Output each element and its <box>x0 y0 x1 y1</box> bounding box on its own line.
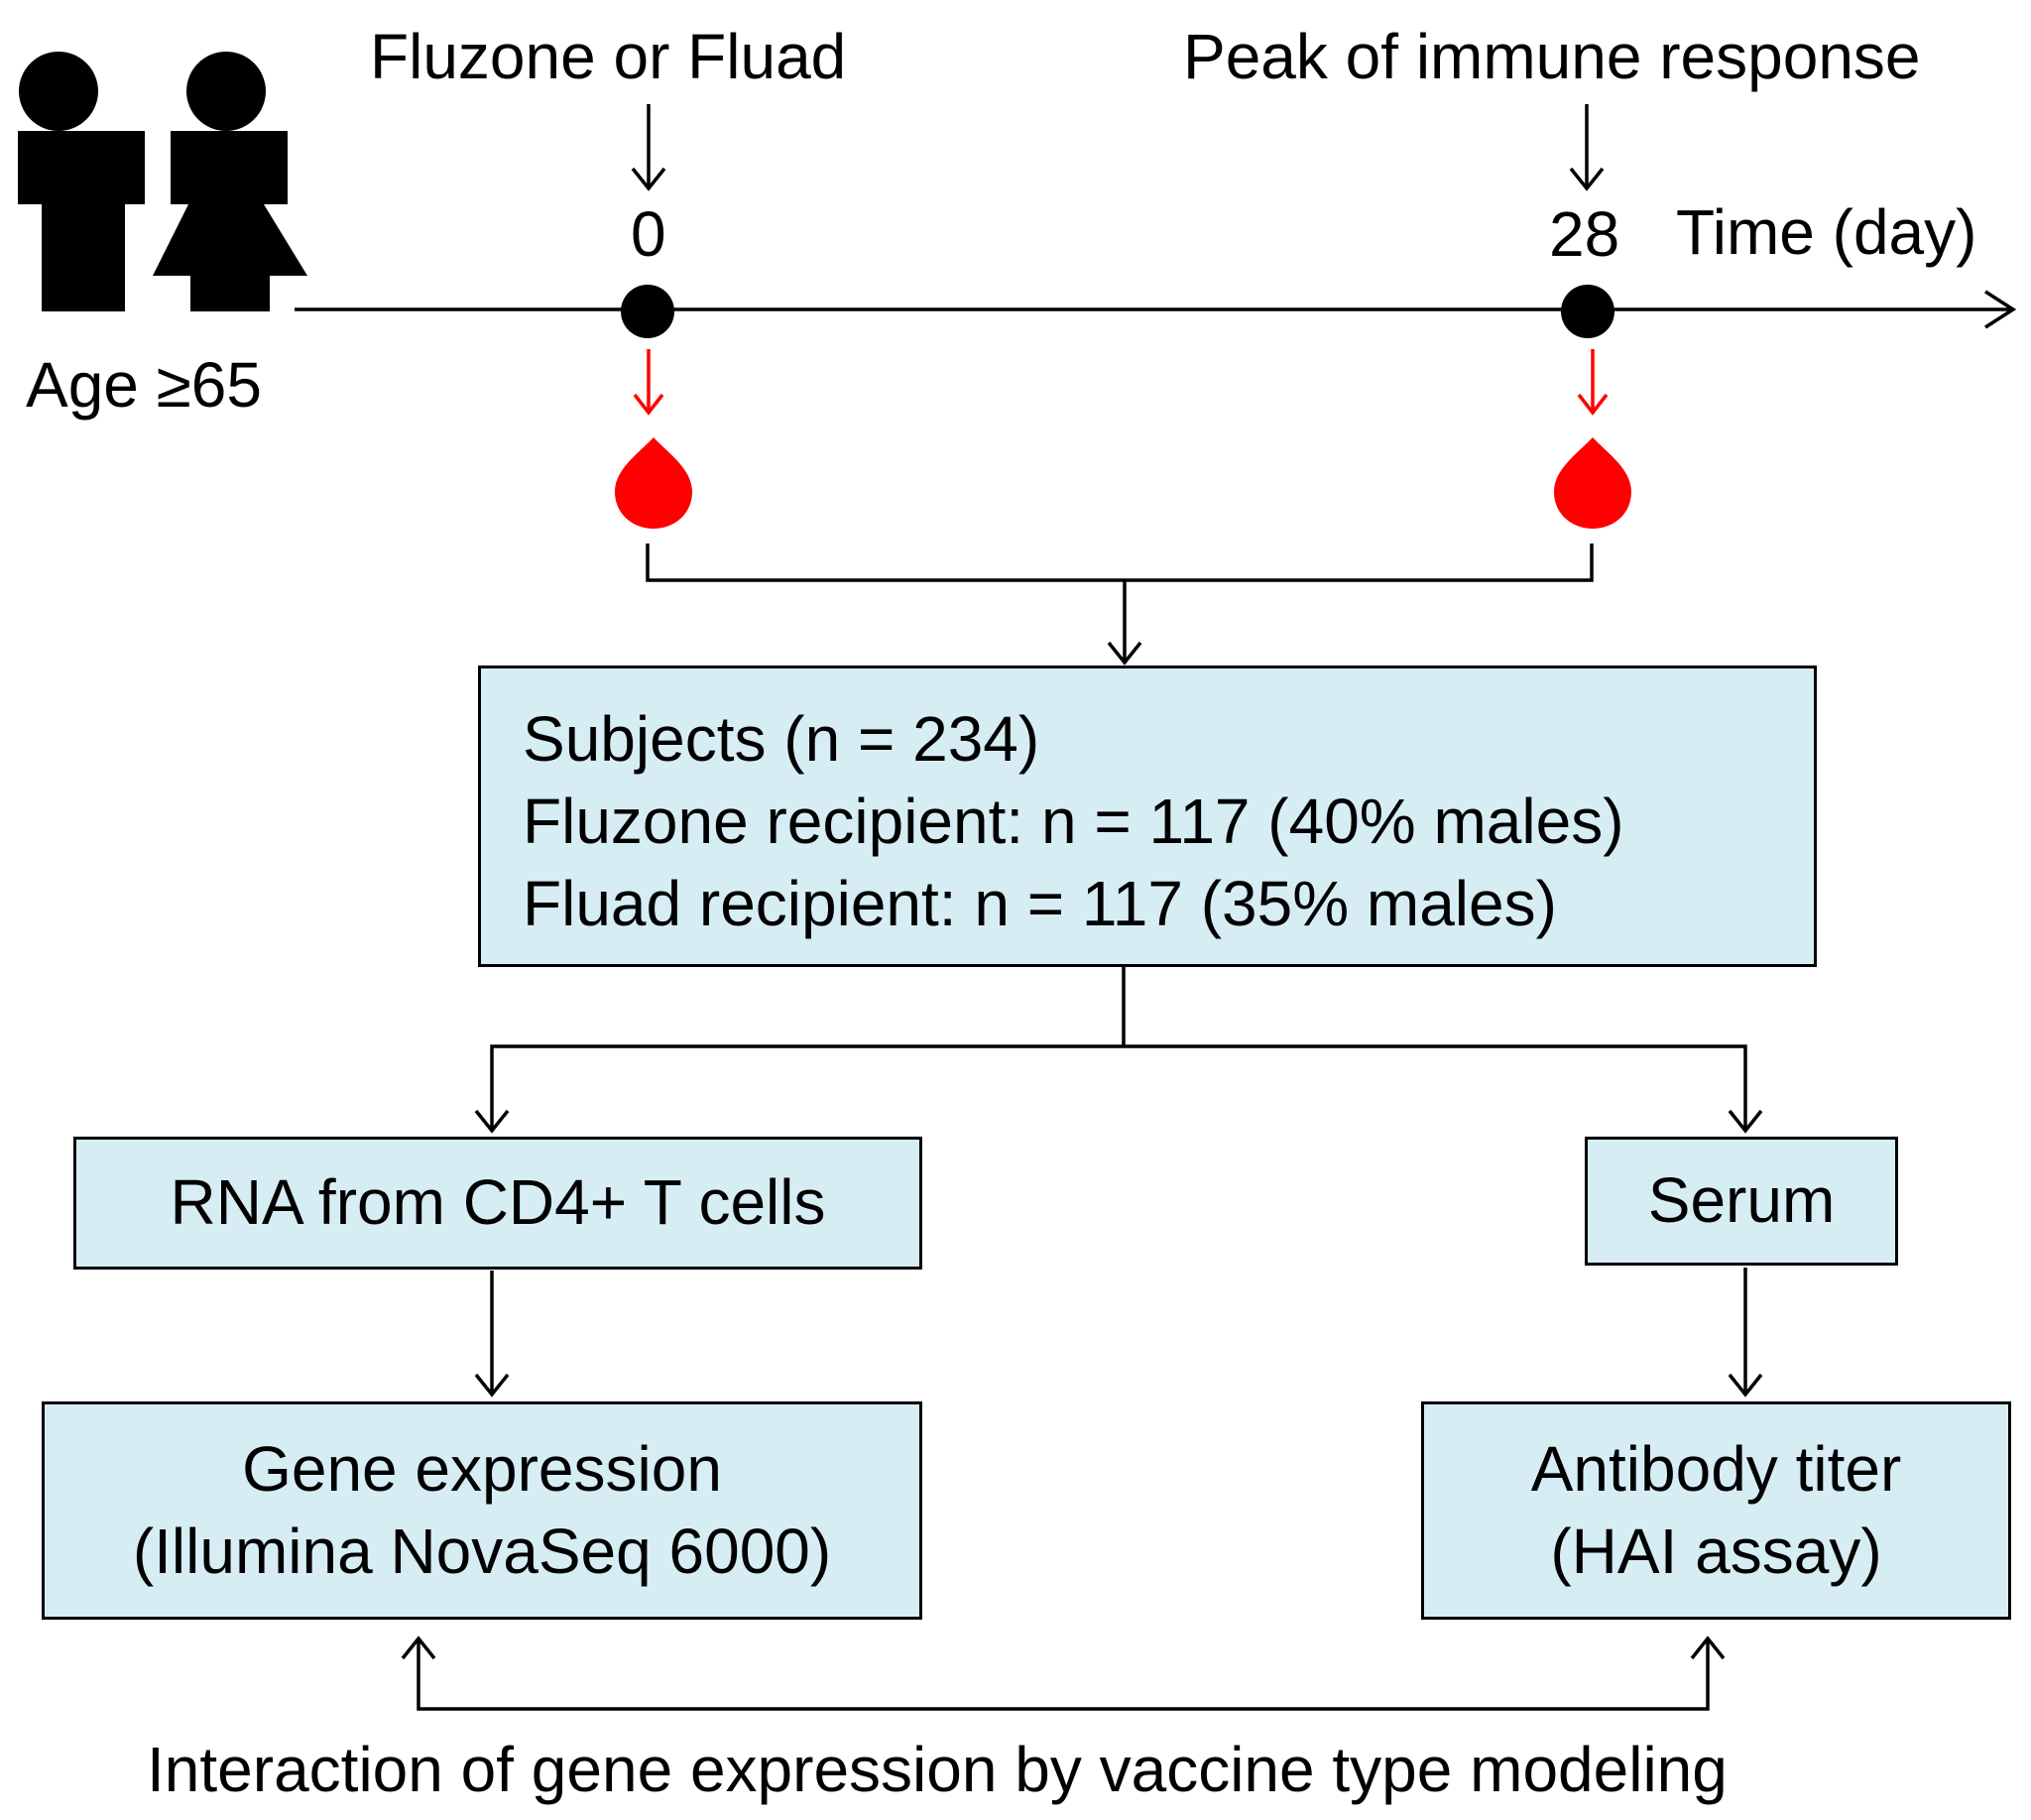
female-person-icon <box>153 52 307 311</box>
subjects-box: Subjects (n = 234) Fluzone recipient: n … <box>478 666 1817 967</box>
interaction-caption: Interaction of gene expression by vaccin… <box>147 1734 1728 1805</box>
day-28-label: 28 <box>1549 198 1620 270</box>
rna-to-gene-arrow <box>474 1271 510 1397</box>
blood-draw-arrow-day0 <box>633 349 664 416</box>
gene-expression-platform: (Illumina NovaSeq 6000) <box>132 1516 832 1587</box>
blood-drop-icon <box>615 437 692 529</box>
timepoint-day28-marker <box>1561 285 1614 338</box>
antibody-titer-assay: (HAI assay) <box>1550 1516 1882 1587</box>
samples-merge-connector <box>646 544 1594 666</box>
interaction-connector <box>401 1636 1726 1711</box>
subjects-split-connector <box>474 966 1763 1134</box>
age-label: Age ≥65 <box>26 349 262 421</box>
blood-drop-icon <box>1554 437 1631 529</box>
peak-arrow <box>1569 104 1605 191</box>
fluad-recipients: Fluad recipient: n = 117 (35% males) <box>523 868 1557 940</box>
timeline-arrowhead <box>1984 290 2017 329</box>
blood-draw-arrow-day28 <box>1577 349 1609 416</box>
male-person-icon <box>18 52 145 311</box>
axis-label: Time (day) <box>1676 196 1977 268</box>
gene-expression-box: Gene expression (Illumina NovaSeq 6000) <box>42 1401 922 1620</box>
serum-to-antibody-arrow <box>1728 1268 1763 1397</box>
serum-label: Serum <box>1647 1164 1836 1237</box>
fluzone-recipients: Fluzone recipient: n = 117 (40% males) <box>523 786 1624 858</box>
day-0-label: 0 <box>631 198 666 270</box>
vaccine-label: Fluzone or Fluad <box>370 21 847 92</box>
peak-label: Peak of immune response <box>1183 21 1921 92</box>
gene-expression-title: Gene expression <box>242 1432 722 1505</box>
antibody-titer-title: Antibody titer <box>1530 1432 1902 1505</box>
serum-box: Serum <box>1585 1137 1898 1266</box>
vaccine-arrow <box>631 104 666 191</box>
timepoint-day0-marker <box>621 285 674 338</box>
antibody-titer-box: Antibody titer (HAI assay) <box>1421 1401 2011 1620</box>
subjects-total: Subjects (n = 234) <box>523 703 1040 775</box>
rna-label: RNA from CD4+ T cells <box>170 1166 826 1239</box>
rna-box: RNA from CD4+ T cells <box>73 1137 922 1270</box>
